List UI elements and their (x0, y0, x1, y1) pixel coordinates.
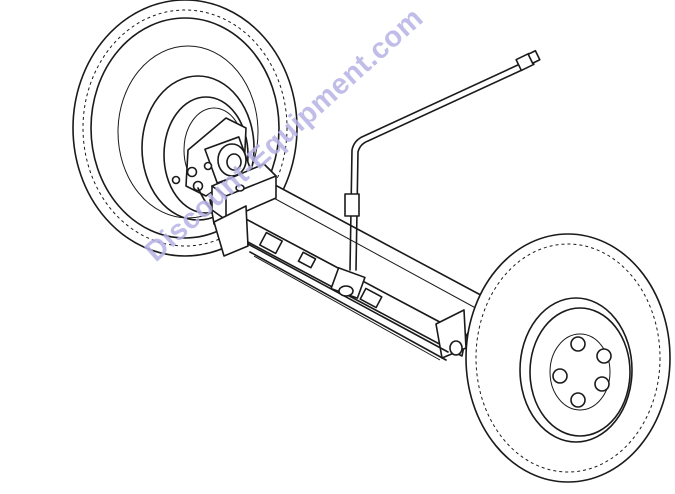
lug-nut-icon (594, 376, 610, 392)
lug-nuts (552, 336, 612, 408)
tire-right (465, 233, 671, 483)
brake-line-tube (344, 49, 541, 271)
lug-nut-icon (570, 392, 586, 408)
lug-nut-icon (552, 368, 568, 384)
brake-rod-assembly (247, 231, 463, 361)
tire-left-tread-zigzag (82, 9, 288, 247)
drum-brake-assembly (163, 96, 252, 223)
lug-nut-icon (570, 336, 586, 352)
lug-nut-icon (596, 348, 612, 364)
